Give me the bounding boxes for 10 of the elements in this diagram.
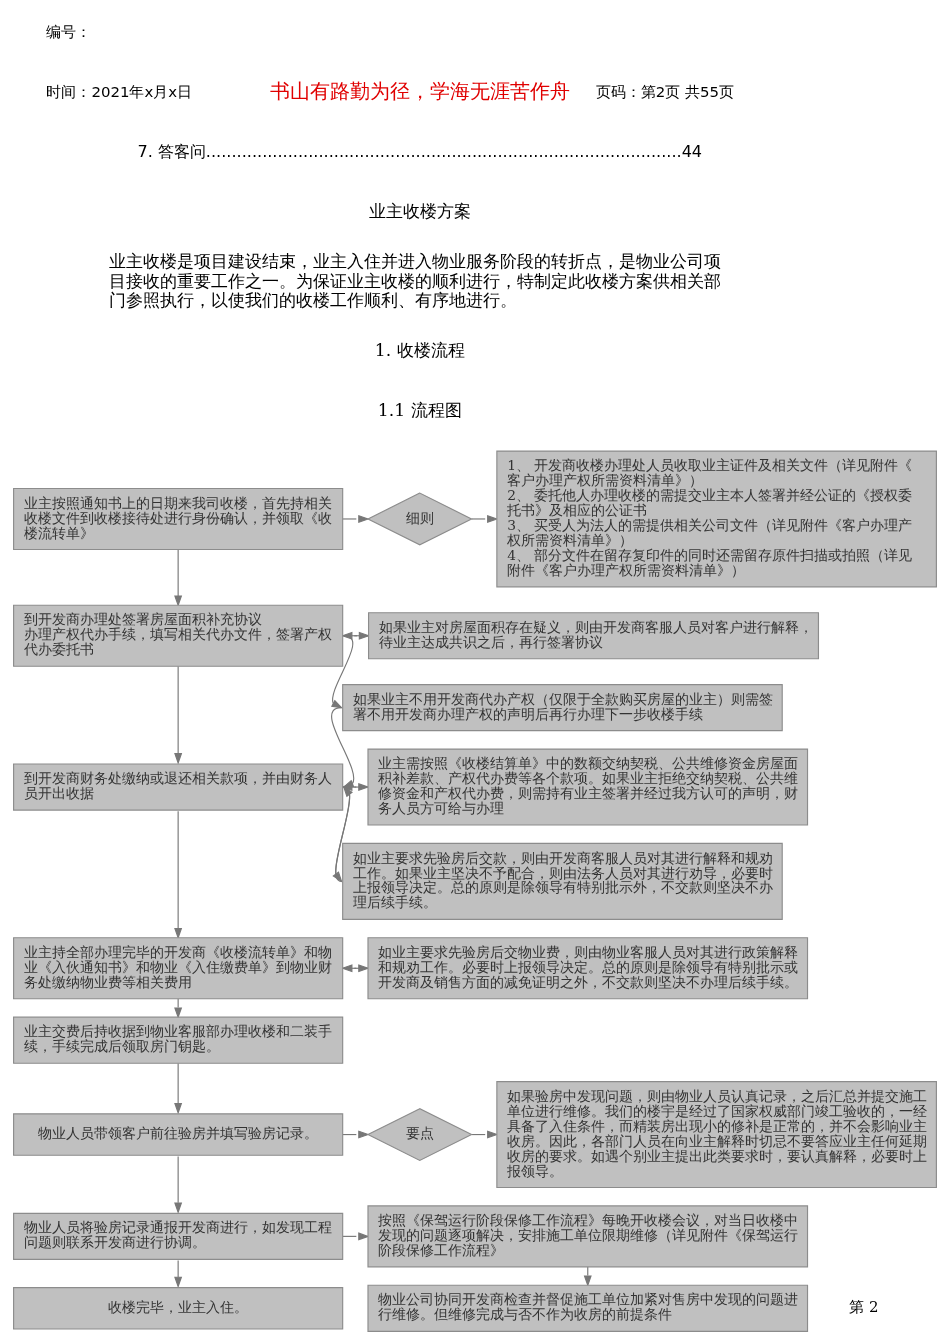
label: 页码：第2页 共55页 xyxy=(595,83,734,102)
label: 1. 收楼流程 xyxy=(374,340,465,361)
label: 7. 答客问.............................................................................................44 xyxy=(137,142,703,162)
label: 编号： xyxy=(46,23,92,42)
label: 业主收楼是项目建设结束，业主入住并进入物业服务阶段的转折点，是物业公司项目接收的重要工作之一。为保证业主收楼的顺利进行，特制定此收楼方案供相关部门参照执行，以使我们的收楼工作顺利、有序地进行。 xyxy=(108,250,721,311)
label: 书山有路勤为径，学海无涯苦作舟 xyxy=(269,79,570,103)
label: 1.1 流程图 xyxy=(377,399,462,420)
label: 第 2 xyxy=(849,1298,879,1317)
label: 业主收楼方案 xyxy=(368,200,471,221)
label: 时间：2021年x月x日 xyxy=(46,83,193,102)
